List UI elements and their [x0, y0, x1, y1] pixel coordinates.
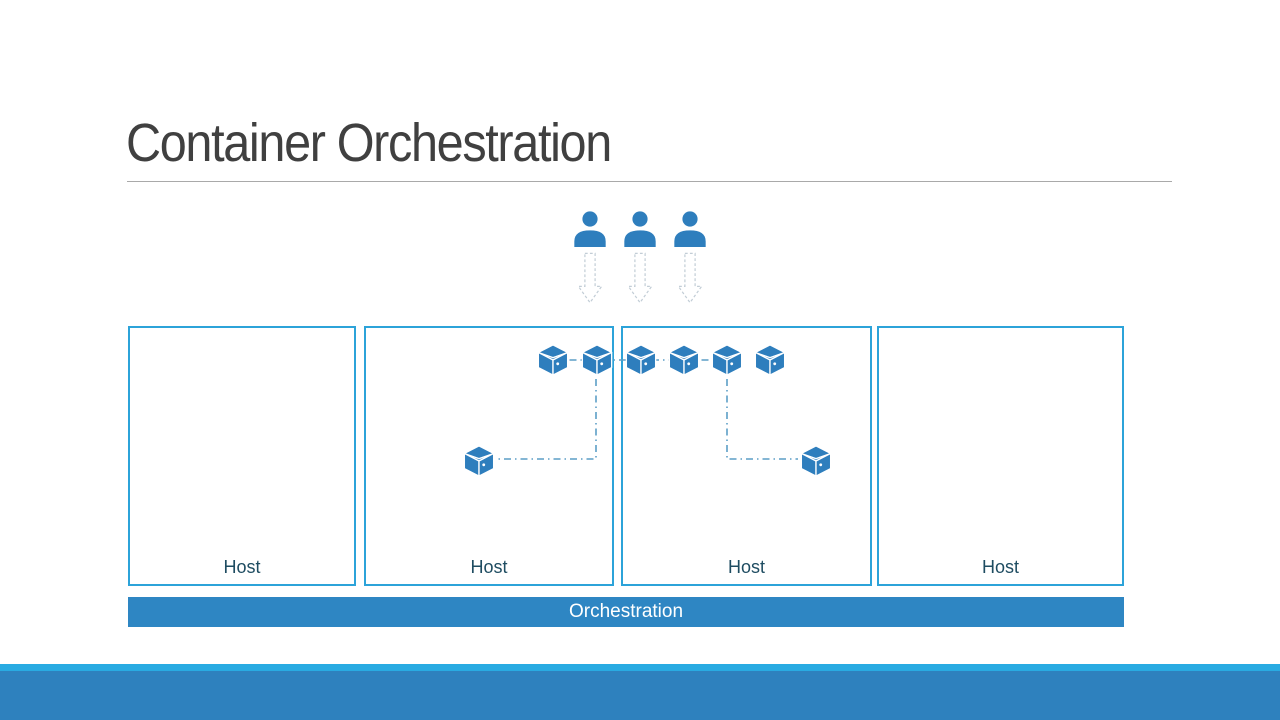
host-box: Host	[621, 326, 872, 586]
container-box-icon	[580, 343, 614, 377]
host-label: Host	[223, 557, 261, 577]
orchestration-label: Orchestration	[568, 601, 684, 622]
dashed-down-arrow-icon	[627, 252, 653, 304]
orchestration-bar: Orchestration	[128, 597, 1124, 627]
user-icon	[671, 210, 709, 248]
dashed-down-arrow-icon	[577, 252, 603, 304]
footer-accent-stripe	[0, 664, 1280, 671]
footer-band	[0, 671, 1280, 720]
host-label: Host	[981, 557, 1019, 577]
user-icon	[621, 210, 659, 248]
host-box: Host	[128, 326, 356, 586]
container-box-icon	[710, 343, 744, 377]
scheduled-container-icon	[799, 444, 833, 478]
container-box-icon	[667, 343, 701, 377]
dashed-down-arrow-icon	[677, 252, 703, 304]
user-icon	[571, 210, 609, 248]
container-box-icon	[536, 343, 570, 377]
host-box: Host	[364, 326, 614, 586]
host-label: Host	[727, 557, 765, 577]
slide-title: Container Orchestration	[126, 113, 612, 173]
host-label: Host	[470, 557, 508, 577]
container-box-icon	[624, 343, 658, 377]
scheduled-container-icon	[462, 444, 496, 478]
title-underline	[127, 181, 1172, 182]
container-box-icon	[753, 343, 787, 377]
host-box: Host	[877, 326, 1124, 586]
